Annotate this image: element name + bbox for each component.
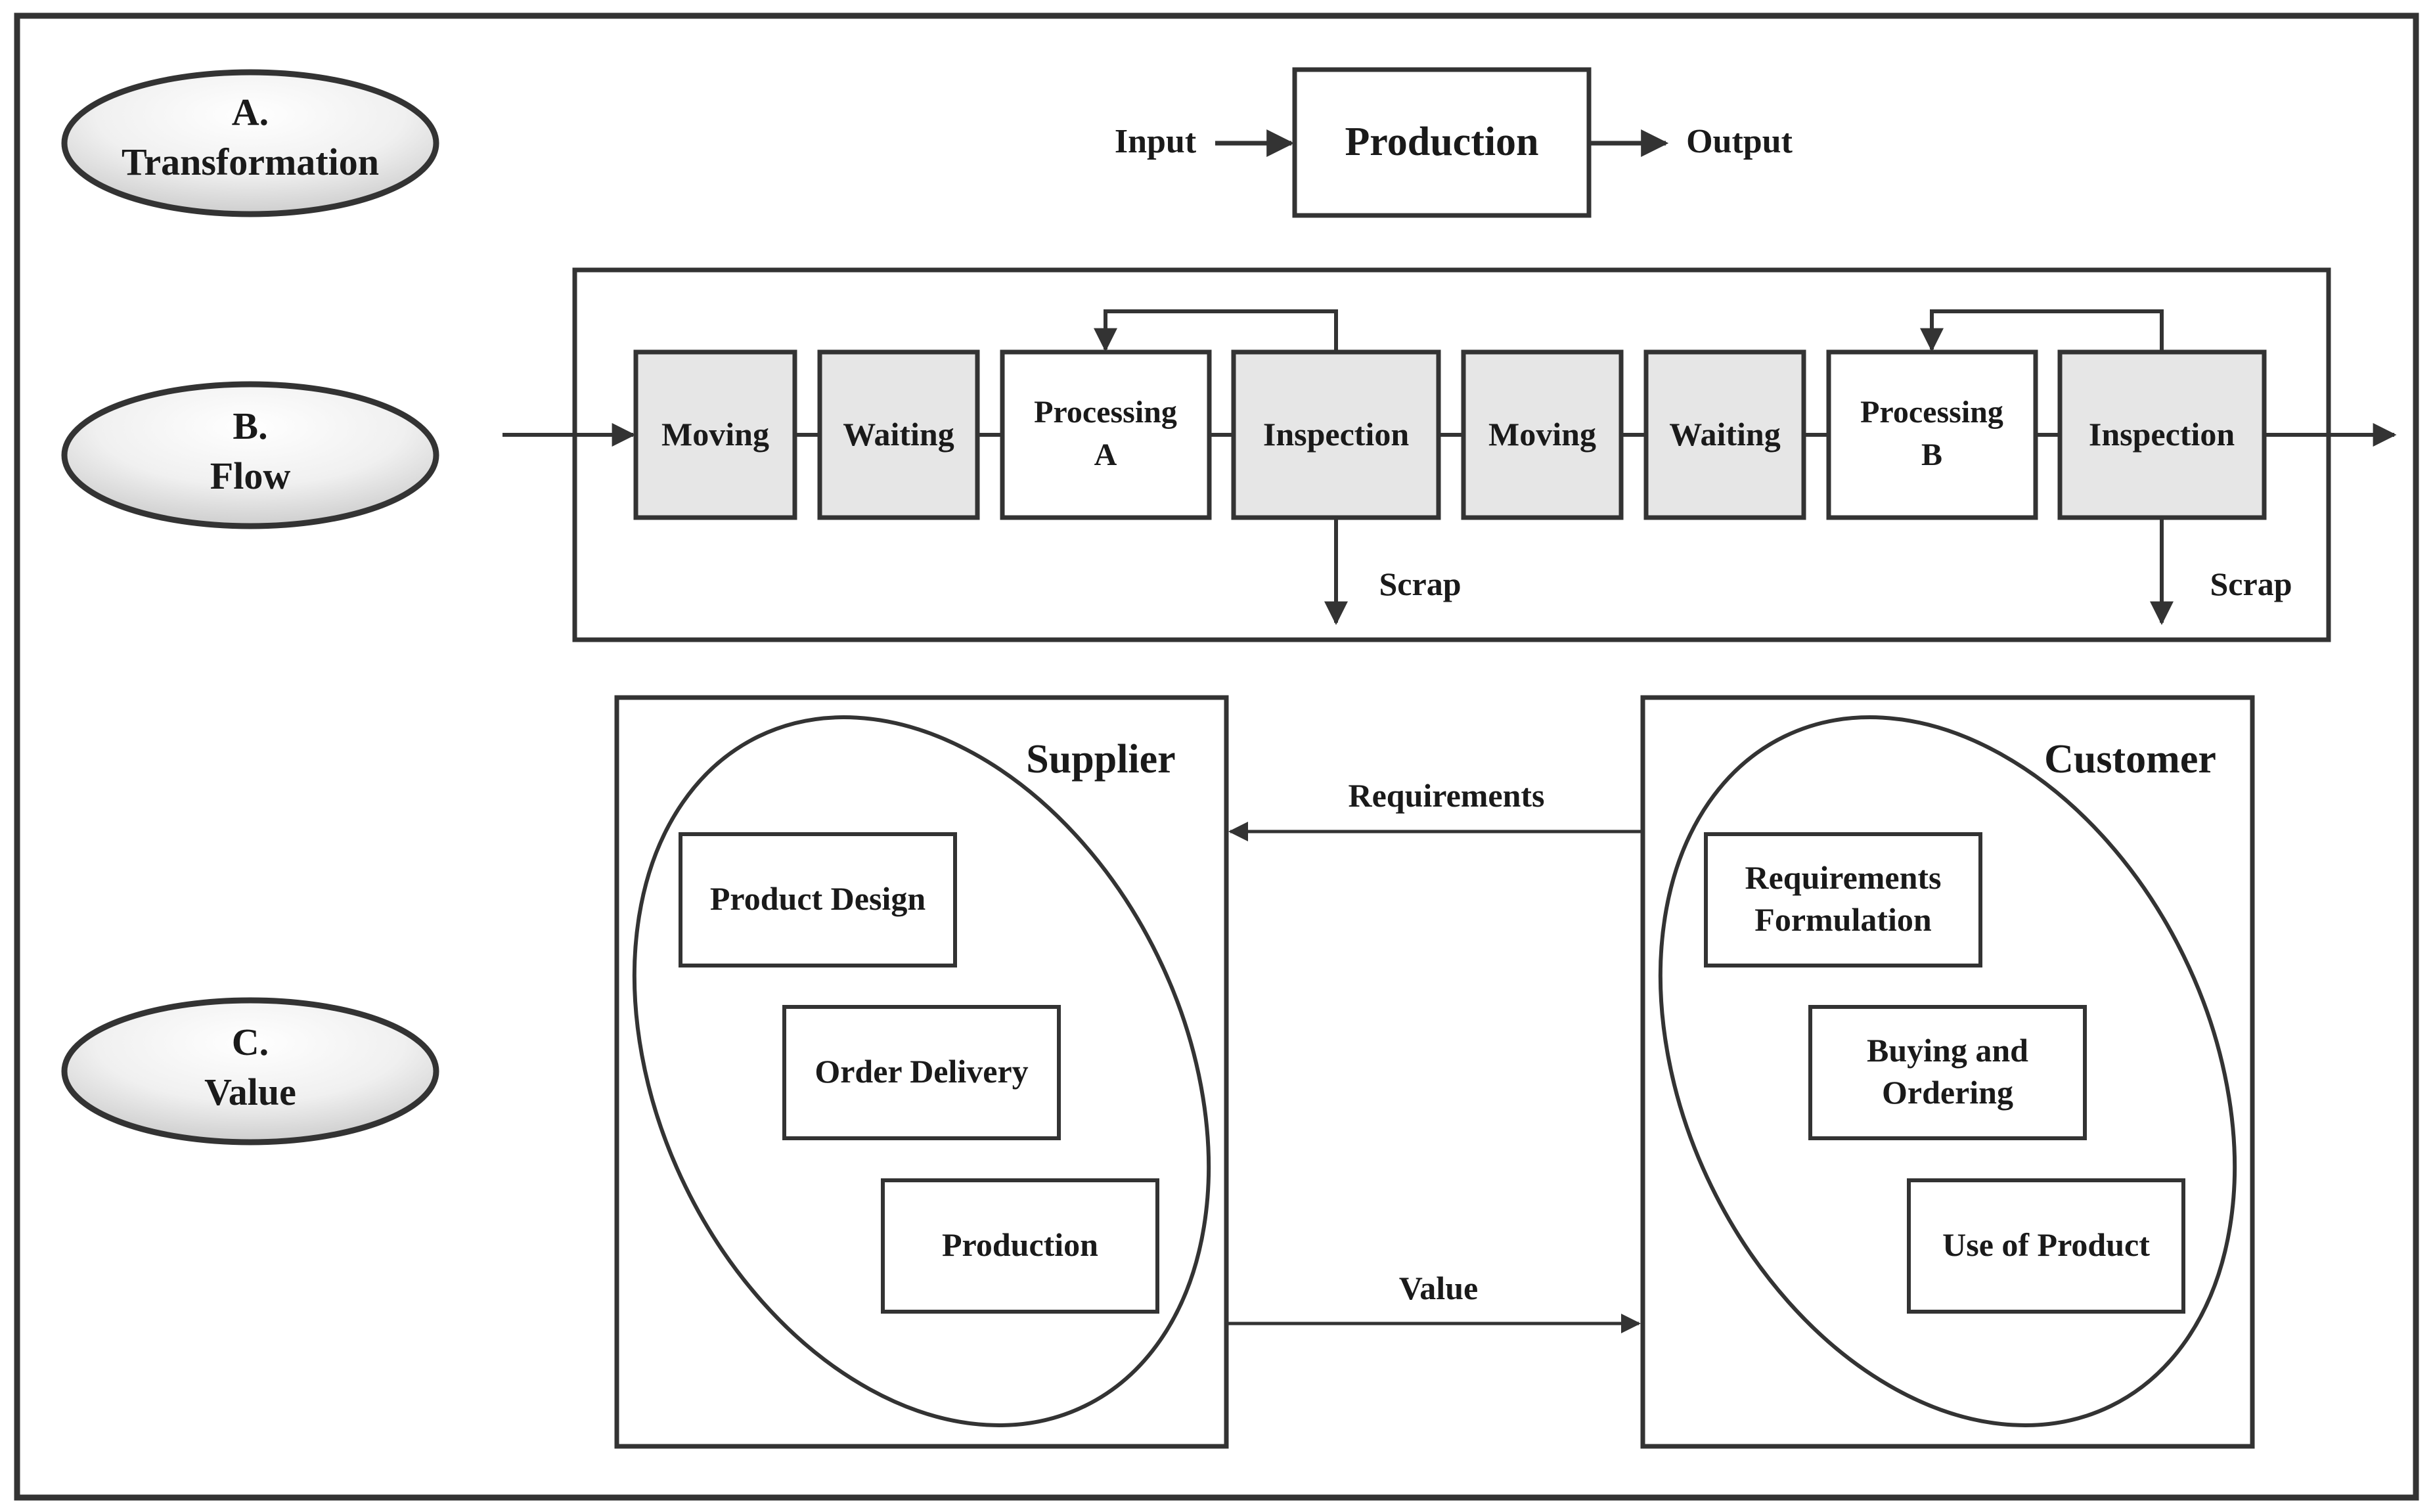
flow-step-label: Inspection bbox=[1263, 416, 1409, 453]
flow-step-label-line2: B bbox=[1921, 437, 1942, 472]
flow-step-moving-2: Moving bbox=[1461, 349, 1624, 520]
section-label-transformation-line2: Transformation bbox=[122, 141, 379, 183]
customer-item-label: Requirements bbox=[1745, 859, 1941, 896]
customer-title: Customer bbox=[2044, 737, 2216, 782]
flow-step-label: Processing bbox=[1860, 395, 2003, 430]
supplier-panel: Supplier Product Design Order Delivery P… bbox=[614, 695, 1229, 1449]
flow-step-waiting-2: Waiting bbox=[1643, 349, 1806, 520]
flow-step-inspection-1: Inspection bbox=[1231, 349, 1441, 520]
flow-step-processing-b: Processing B bbox=[1826, 349, 2038, 520]
flow-step-inspection-2: Inspection bbox=[2057, 349, 2267, 520]
rework-loop-b bbox=[1920, 309, 2164, 352]
value-diagram: Supplier Product Design Order Delivery P… bbox=[614, 695, 2255, 1449]
flow-step-label: Processing bbox=[1034, 395, 1177, 430]
customer-ellipse bbox=[1658, 715, 2237, 1427]
supplier-item-order-delivery: Order Delivery bbox=[782, 1005, 1061, 1140]
flow-step-label: Inspection bbox=[2089, 416, 2235, 453]
section-label-flow: B. Flow bbox=[61, 381, 439, 529]
supplier-item-label: Order Delivery bbox=[815, 1053, 1028, 1090]
supplier-item-label: Production bbox=[942, 1226, 1098, 1263]
customer-item-requirements-formulation: Requirements Formulation bbox=[1704, 832, 1982, 967]
flow-step-moving-1: Moving bbox=[633, 349, 797, 520]
transformation-production-box bbox=[1292, 67, 1592, 218]
section-label-flow-line2: Flow bbox=[210, 455, 291, 497]
section-label-value-line2: Value bbox=[204, 1071, 296, 1113]
flow-step-label-line2: A bbox=[1094, 437, 1117, 472]
section-label-transformation-line1: A. bbox=[232, 91, 269, 133]
supplier-item-production: Production bbox=[881, 1178, 1159, 1314]
customer-item-label-line2: Formulation bbox=[1754, 901, 1932, 938]
flow-step-label: Moving bbox=[661, 416, 769, 453]
section-label-flow-line1: B. bbox=[233, 405, 267, 447]
flow-step-label: Moving bbox=[1488, 416, 1596, 453]
supplier-item-label: Product Design bbox=[710, 880, 926, 917]
flow-step-label: Waiting bbox=[1669, 416, 1780, 453]
transformation-input-label: Input bbox=[1115, 123, 1197, 160]
supplier-ellipse bbox=[632, 715, 1211, 1427]
section-label-transformation: A. Transformation bbox=[61, 69, 439, 217]
value-label: Value bbox=[1399, 1270, 1478, 1306]
customer-item-label: Buying and bbox=[1867, 1032, 2028, 1069]
customer-panel: Customer Requirements Formulation Buying… bbox=[1640, 695, 2255, 1449]
customer-item-use-of-product: Use of Product bbox=[1907, 1178, 2185, 1314]
customer-item-buying-ordering: Buying and Ordering bbox=[1808, 1005, 2087, 1140]
section-label-value: C. Value bbox=[61, 997, 439, 1145]
supplier-title: Supplier bbox=[1026, 737, 1175, 782]
flow-container bbox=[572, 267, 2331, 642]
transformation-diagram: Input Production Output bbox=[1115, 67, 1793, 218]
outer-frame bbox=[14, 12, 2419, 1501]
customer-item-label: Use of Product bbox=[1942, 1226, 2150, 1263]
flow-diagram: Moving Waiting Processing A Inspection M… bbox=[502, 267, 2397, 642]
transformation-production-label: Production bbox=[1345, 120, 1538, 164]
rework-loop-a bbox=[1094, 309, 1338, 352]
flow-step-waiting-1: Waiting bbox=[817, 349, 980, 520]
transformation-output-label: Output bbox=[1686, 123, 1793, 160]
customer-item-label-line2: Ordering bbox=[1882, 1074, 2013, 1111]
supplier-item-product-design: Product Design bbox=[679, 832, 957, 967]
scrap-label-2: Scrap bbox=[2210, 566, 2292, 602]
requirements-label: Requirements bbox=[1348, 777, 1544, 814]
section-label-value-line1: C. bbox=[232, 1021, 269, 1063]
flow-step-label: Waiting bbox=[843, 416, 954, 453]
flow-step-processing-a: Processing A bbox=[1000, 349, 1212, 520]
scrap-label-1: Scrap bbox=[1379, 566, 1462, 602]
